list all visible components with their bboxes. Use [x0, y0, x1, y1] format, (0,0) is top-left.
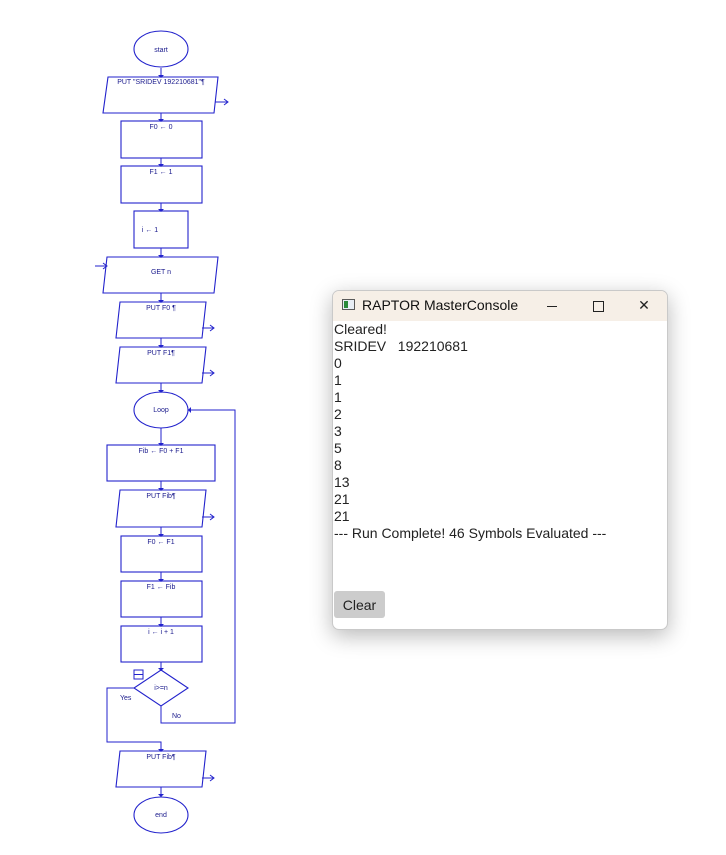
end-label: end: [155, 812, 167, 819]
shift-f1-node[interactable]: F1 ← Fib: [120, 580, 203, 618]
flowchart-canvas[interactable]: start PUT "SRIDEV 192210681"¶ F0 ← 0 F1 …: [0, 0, 330, 855]
assign-f0-node[interactable]: F0 ← 0: [120, 120, 203, 159]
close-icon[interactable]: ✕: [638, 298, 650, 314]
console-line: 5: [334, 440, 342, 456]
flow-connectors: [106, 68, 236, 796]
put-fib-end-label: PUT Fib¶: [146, 754, 176, 761]
put-fib-node[interactable]: PUT Fib¶: [115, 489, 215, 528]
console-line: 8: [334, 457, 342, 473]
condition-node[interactable]: i>=n Yes No: [120, 669, 189, 720]
shift-f0-node[interactable]: F0 ← F1: [120, 535, 203, 573]
input-arrow-icon: [95, 262, 108, 270]
get-n-label: GET n: [151, 269, 171, 276]
console-line: 1: [334, 372, 342, 388]
clear-button[interactable]: Clear: [334, 591, 385, 618]
assign-i-label: i ← 1: [142, 227, 158, 234]
yes-label: Yes: [120, 695, 132, 702]
put-fib-label: PUT Fib¶: [146, 493, 176, 500]
shift-f1-label: F1 ← Fib: [147, 584, 176, 591]
console-line: 13: [334, 474, 350, 490]
output-arrow-icon: [202, 774, 215, 782]
assign-f0-label: F0 ← 0: [150, 124, 173, 131]
assign-i-node[interactable]: i ← 1: [133, 210, 189, 249]
shift-f0-label: F0 ← F1: [147, 539, 174, 546]
end-node[interactable]: end: [133, 796, 189, 834]
minimize-icon[interactable]: [529, 291, 575, 321]
collapse-toggle-icon[interactable]: [133, 669, 144, 680]
put-f1-label: PUT F1¶: [147, 350, 175, 357]
master-console-window[interactable]: RAPTOR MasterConsole ✕ Cleared!SRIDEV 19…: [332, 290, 668, 630]
put-f0-node[interactable]: PUT F0 ¶: [115, 301, 215, 339]
output-arrow-icon: [202, 369, 215, 377]
output-arrow-icon: [202, 324, 215, 332]
put-name-node[interactable]: PUT "SRIDEV 192210681"¶: [102, 76, 229, 114]
get-n-node[interactable]: GET n: [95, 256, 219, 294]
console-line: --- Run Complete! 46 Symbols Evaluated -…: [334, 525, 607, 541]
inc-i-node[interactable]: i ← i + 1: [120, 625, 203, 663]
fib-calc-node[interactable]: Fib ← F0 + F1: [106, 444, 216, 482]
inc-i-label: i ← i + 1: [148, 629, 174, 636]
app-icon: [342, 299, 355, 310]
assign-f1-label: F1 ← 1: [150, 169, 173, 176]
put-f1-node[interactable]: PUT F1¶: [115, 346, 215, 384]
fib-calc-label: Fib ← F0 + F1: [139, 448, 184, 455]
put-f0-label: PUT F0 ¶: [146, 305, 176, 312]
window-title: RAPTOR MasterConsole: [362, 297, 519, 313]
put-name-label: PUT "SRIDEV 192210681"¶: [117, 79, 205, 86]
console-line: 1: [334, 389, 342, 405]
console-line: Cleared!: [334, 321, 387, 337]
assign-f1-node[interactable]: F1 ← 1: [120, 165, 203, 204]
no-label: No: [172, 713, 181, 720]
console-line: 3: [334, 423, 342, 439]
maximize-icon[interactable]: [575, 291, 621, 321]
start-label: start: [154, 47, 168, 54]
output-arrow-icon: [215, 98, 229, 106]
put-fib-end-node[interactable]: PUT Fib¶: [115, 750, 215, 788]
loop-node[interactable]: Loop: [133, 391, 189, 429]
console-line: 2: [334, 406, 342, 422]
console-line: 0: [334, 355, 342, 371]
title-bar[interactable]: RAPTOR MasterConsole ✕: [333, 291, 667, 321]
console-line: SRIDEV 192210681: [334, 338, 468, 354]
loop-label: Loop: [153, 407, 169, 414]
console-line: 21: [334, 491, 350, 507]
condition-label: i>=n: [154, 685, 168, 692]
console-line: 21: [334, 508, 350, 524]
start-node[interactable]: start: [133, 30, 189, 68]
output-arrow-icon: [202, 513, 215, 521]
